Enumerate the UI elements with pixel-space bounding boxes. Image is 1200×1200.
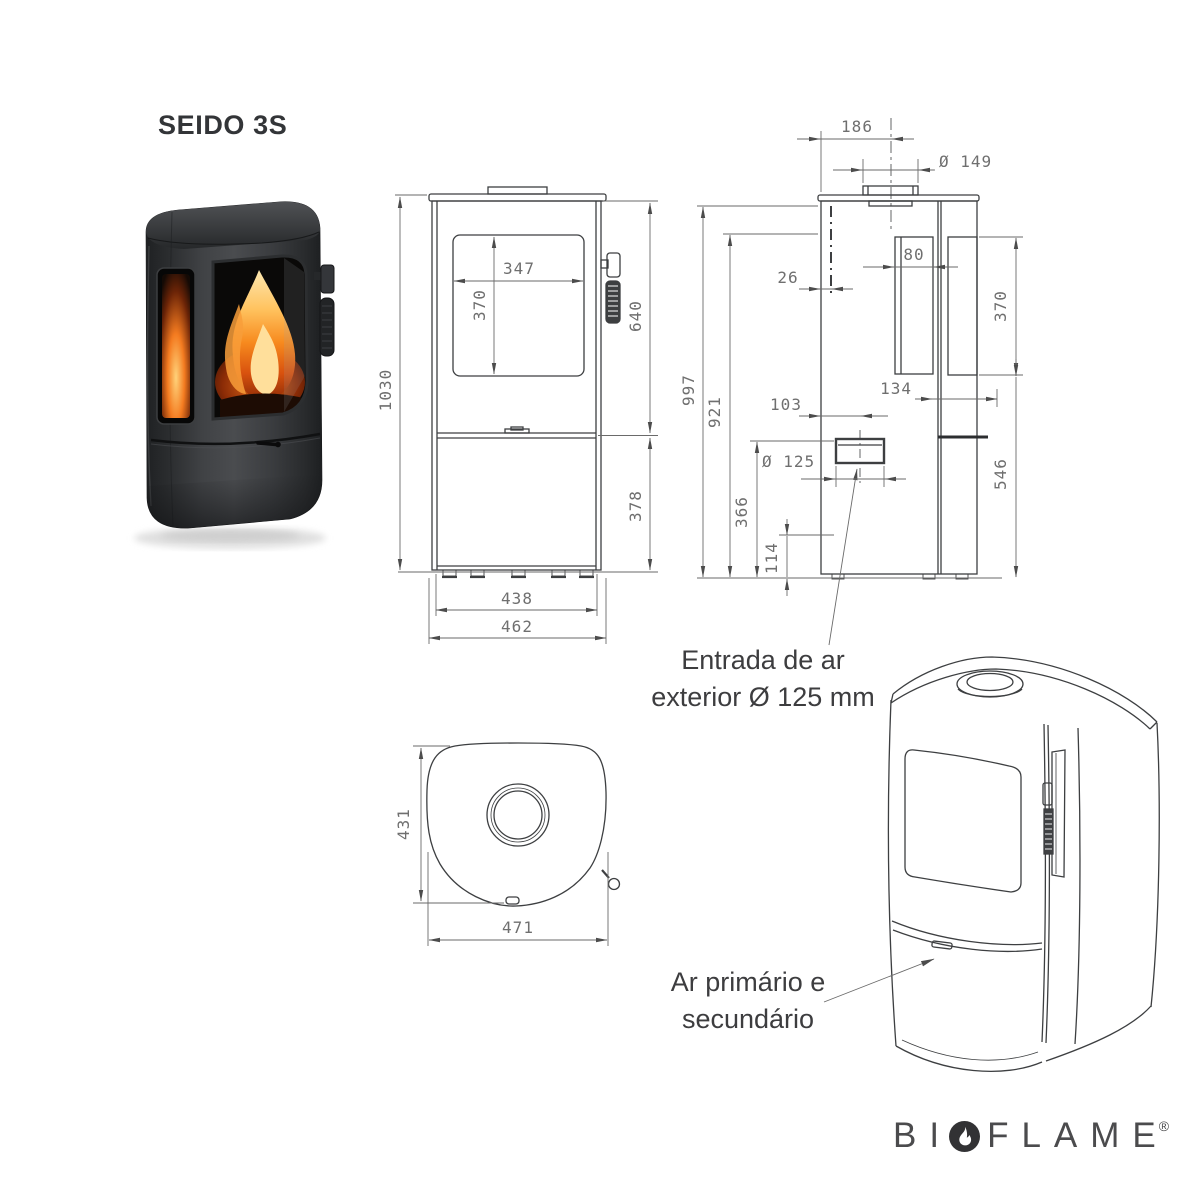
logo-suffix: FLAME	[987, 1116, 1169, 1155]
dim-depth: 431	[394, 808, 413, 840]
fire	[215, 258, 305, 419]
front-dimensions	[395, 194, 658, 644]
dim-glass-width: 347	[503, 259, 535, 278]
door-handle	[314, 264, 335, 357]
dim-air-inlet-diameter: Ø 125	[762, 452, 815, 471]
dim-body-width: 438	[501, 589, 533, 608]
brand-logo: BI FLAME ®	[893, 1116, 1169, 1156]
dim-upper-height: 640	[626, 300, 645, 332]
air-inlet-leader	[828, 468, 858, 646]
perspective-window	[904, 749, 1022, 893]
front-view-drawing: 347 370 640 1030 378 438 462	[378, 186, 658, 644]
front-glass	[452, 234, 585, 377]
dim-total-height: 1030	[378, 369, 395, 412]
dim-glass-height: 370	[470, 289, 489, 321]
top-dimensions	[413, 745, 609, 946]
dim-glass-strip-width: 80	[903, 245, 924, 264]
front-feet	[442, 569, 594, 579]
side-glass-strip	[894, 236, 934, 375]
perspective-drawing	[823, 656, 1160, 1073]
dim-wall-offset: 26	[777, 268, 798, 287]
side-dimensions	[697, 131, 1023, 596]
dim-lower-height: 378	[626, 490, 645, 522]
annotation-air-inlet-line1: Entrada de ar	[681, 645, 845, 675]
annotation-primary-air-line2: secundário	[681, 1004, 815, 1034]
dim-total-width: 462	[501, 617, 533, 636]
dim-air-inlet-bottom-height: 114	[762, 542, 781, 574]
front-window	[211, 254, 309, 421]
perspective-door-seam	[891, 920, 1043, 946]
logo-prefix: BI	[893, 1116, 953, 1155]
product-title: SEIDO 3S	[158, 110, 288, 140]
top-handle	[607, 877, 621, 891]
side-feet	[831, 573, 969, 580]
annotation-primary-air: Ar primário e secundário	[593, 964, 903, 1038]
side-view-drawing: 186 Ø 149 26 80 370 134 997 921 103 Ø 12…	[680, 117, 1023, 646]
annotation-air-inlet-line2: exterior Ø 125 mm	[651, 682, 875, 712]
lower-door	[147, 432, 322, 529]
registered-mark: ®	[1158, 1118, 1170, 1134]
dim-door-top-height: 546	[991, 458, 1010, 490]
dim-air-inlet-offset: 103	[770, 395, 802, 414]
annotation-air-inlet: Entrada de ar exterior Ø 125 mm	[608, 642, 918, 716]
perspective-outline	[887, 656, 1160, 1073]
dim-height-to-flue-top: 997	[680, 374, 698, 406]
flame-icon	[949, 1120, 981, 1152]
top-flue-circle	[486, 783, 550, 847]
top-outline	[426, 742, 621, 907]
dim-side-glass-height: 370	[991, 290, 1010, 322]
product-photo	[134, 201, 335, 549]
front-handle	[600, 252, 621, 324]
side-window	[156, 267, 196, 425]
centerlines	[830, 118, 892, 487]
dim-flue-diameter: Ø 149	[939, 152, 992, 171]
top-view-drawing: 431 471	[394, 742, 621, 946]
dim-flue-offset: 186	[841, 117, 873, 136]
flue-collar	[862, 185, 919, 196]
dim-air-inlet-top-height: 366	[732, 496, 751, 528]
primary-air-leader	[823, 958, 935, 1003]
dim-height-to-body-top: 921	[705, 396, 724, 428]
dim-glass-offset: 134	[880, 379, 912, 398]
front-outline	[428, 186, 607, 571]
annotation-primary-air-line1: Ar primário e	[670, 967, 826, 997]
dim-width: 471	[502, 918, 534, 937]
